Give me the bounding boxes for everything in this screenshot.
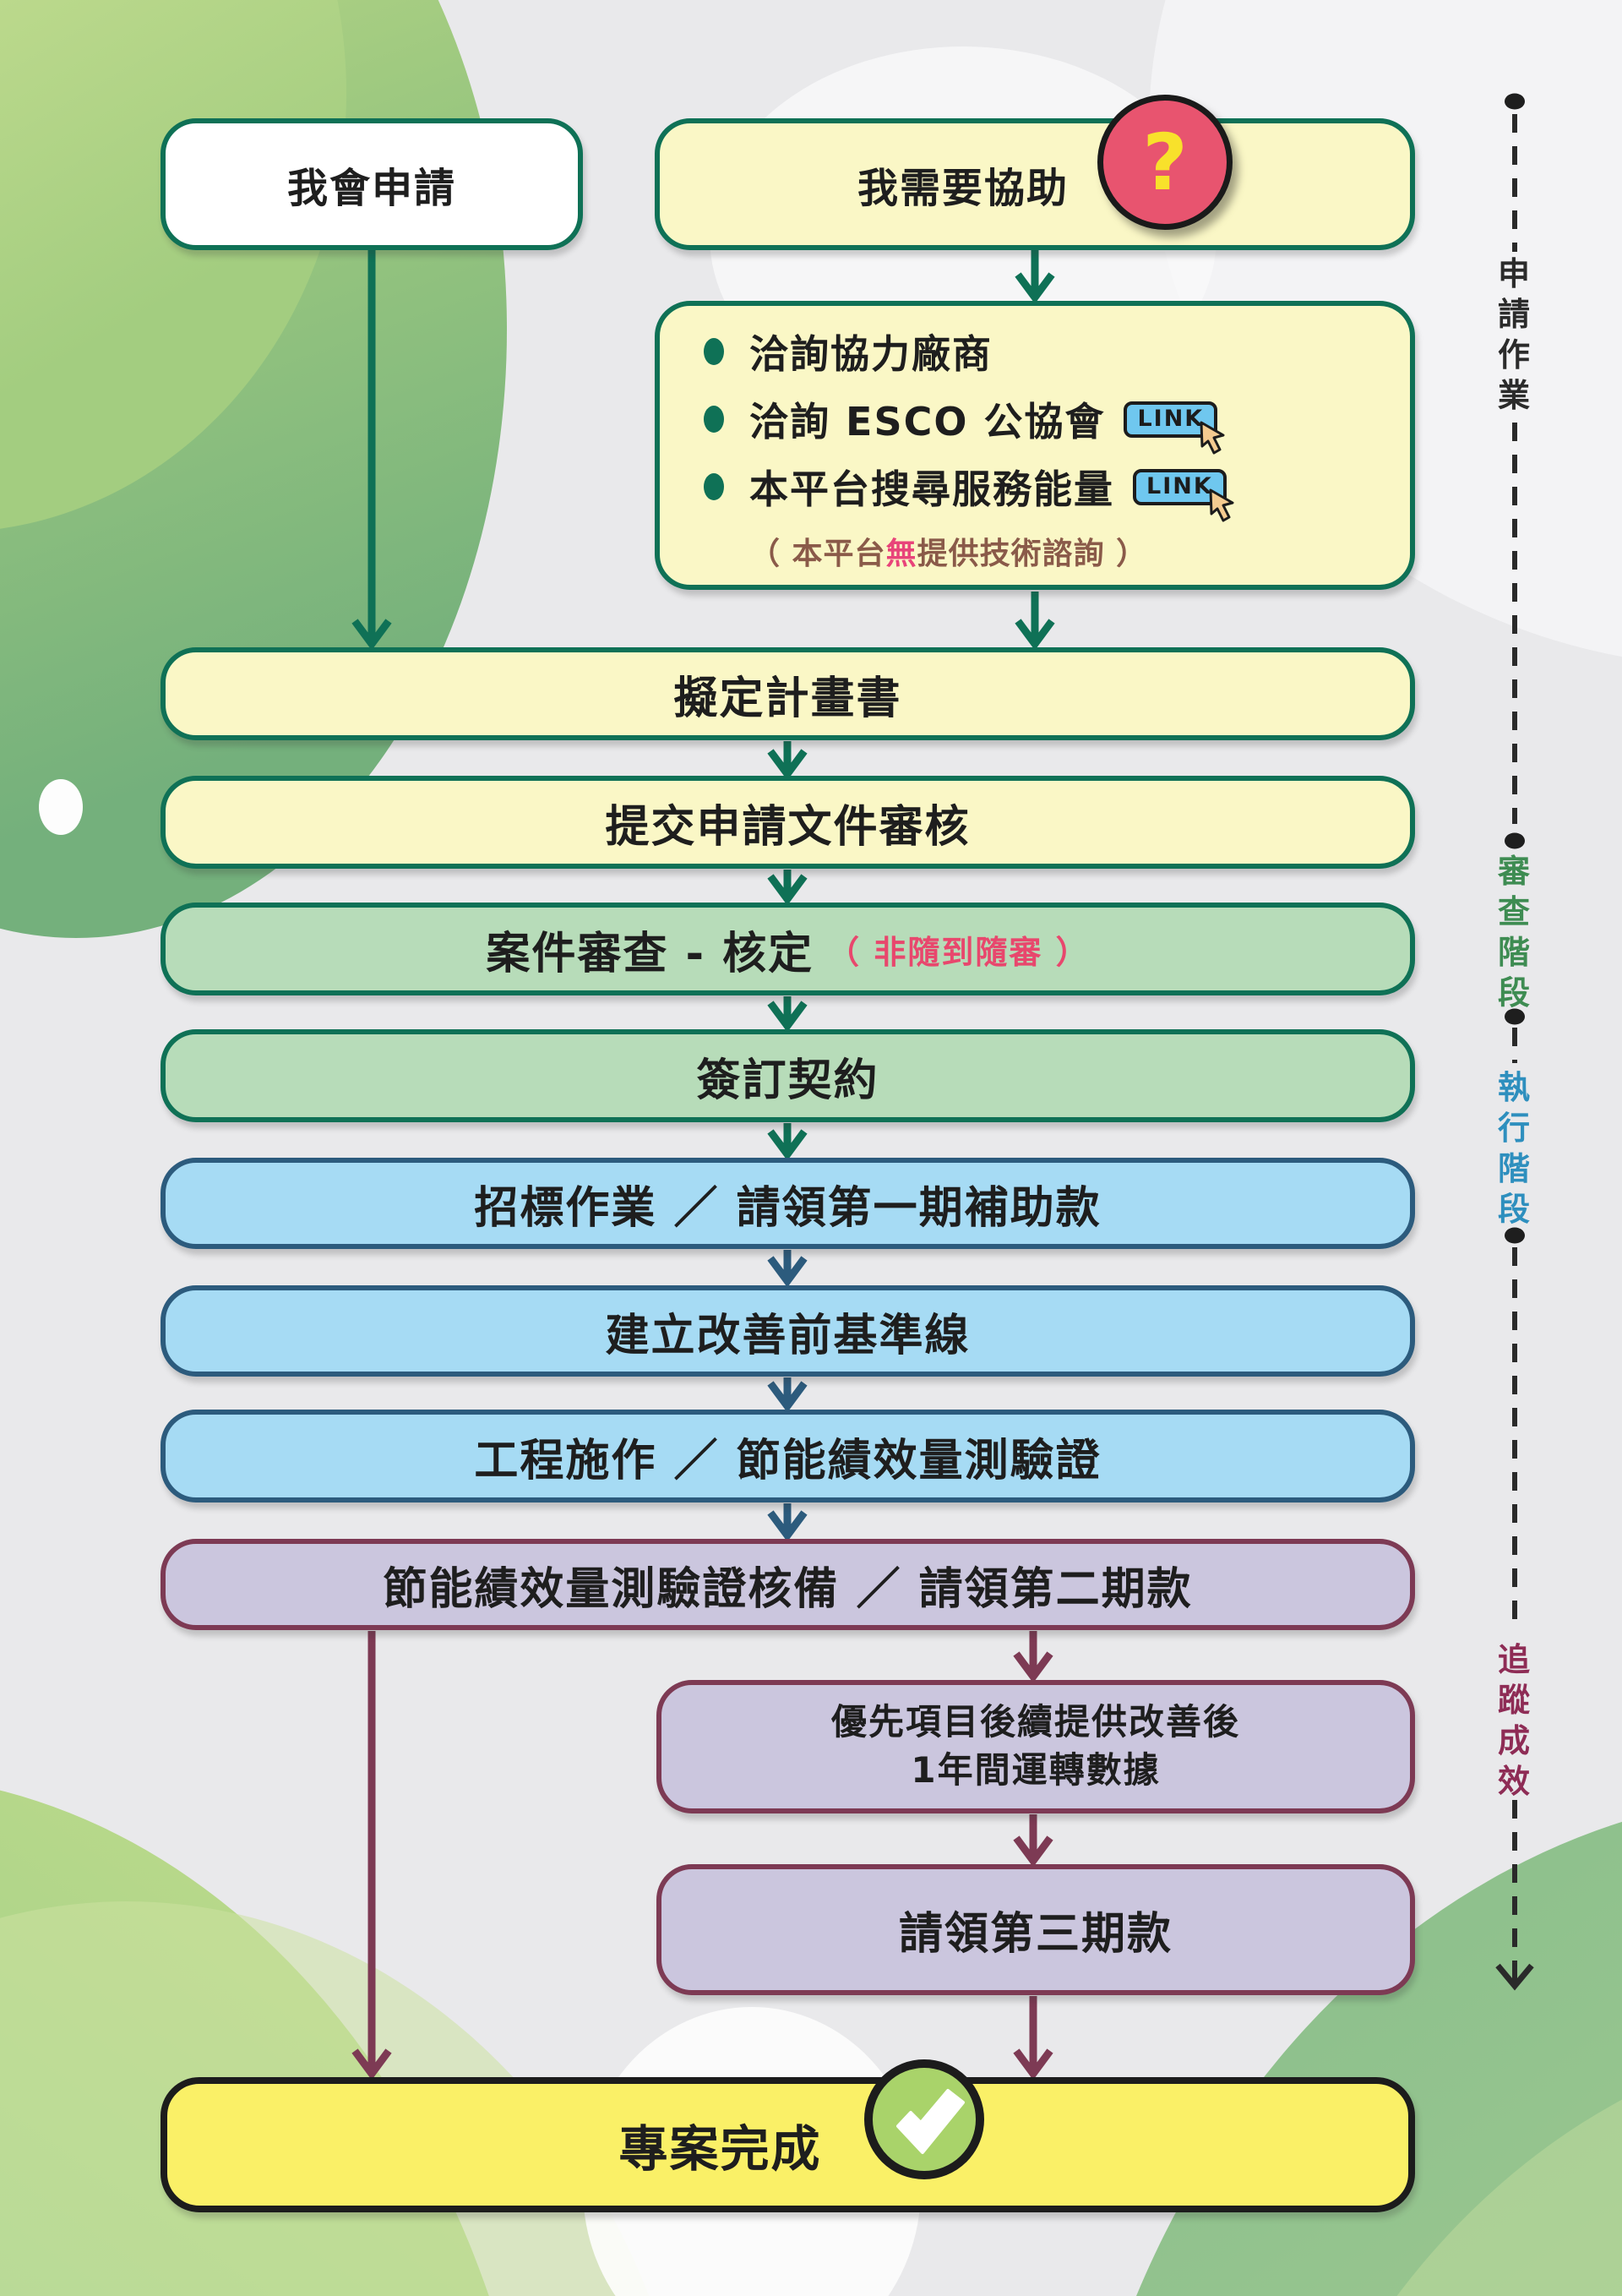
rail-dot	[1505, 93, 1525, 110]
phase-char: 效	[1497, 1763, 1530, 1800]
phase-char: 段	[1497, 1191, 1530, 1228]
flow-box-label: 提交申請文件審核	[605, 801, 971, 853]
flow-arrow-head	[767, 1510, 808, 1542]
flow-arrow-head	[1013, 1835, 1053, 1868]
platform-search-link-button[interactable]: LINK	[1133, 468, 1234, 521]
flow-box-verification-second-payment: 節能績效量測驗證核備 ／ 請領第二期款	[161, 1539, 1415, 1630]
phase-char: 階	[1497, 934, 1530, 971]
help-note: （ 本平台無提供技術諮詢 ）	[749, 529, 1147, 573]
third-payment-label: 請領第三期款	[898, 1909, 1173, 1960]
background-dot-left-white	[39, 779, 83, 835]
help-bullet-row: 本平台搜尋服務能量 LINK	[704, 453, 1234, 521]
box-help-label: 我需要協助	[857, 165, 1069, 212]
box-apply-label: 我會申請	[286, 165, 456, 212]
rail-arrow-head	[1495, 1963, 1534, 1991]
flow-box-baseline: 建立改善前基準線	[161, 1285, 1415, 1377]
phase-char: 查	[1497, 893, 1530, 930]
phase-char: 審	[1497, 853, 1530, 890]
flow-box-label: 節能績效量測驗證核備 ／ 請領第二期款	[383, 1563, 1193, 1615]
flow-arrow-head	[767, 874, 808, 906]
bullet-dot-icon	[704, 473, 724, 500]
help-bullet-2-label: 洽詢 ESCO 公協會	[749, 399, 1106, 444]
cursor-pointer-icon	[1200, 421, 1225, 454]
flow-arrow-head	[767, 1001, 808, 1033]
phase-char: 蹤	[1497, 1682, 1530, 1719]
link-button-label: LINK	[1146, 472, 1213, 499]
question-mark-badge: ?	[1097, 95, 1233, 230]
flow-arrow-head	[1015, 619, 1055, 651]
box-third-payment: 請領第三期款	[656, 1864, 1415, 1995]
link-button-label: LINK	[1137, 405, 1205, 432]
phase-label-review: 審查階段	[1490, 855, 1538, 1009]
box-project-complete: 專案完成	[161, 2077, 1415, 2212]
flow-arrow-head	[1013, 2048, 1053, 2081]
box-need-help: 我需要協助	[655, 118, 1415, 250]
phase-char: 作	[1497, 336, 1530, 374]
rail-dot	[1505, 1227, 1525, 1244]
flow-box-submit-documents: 提交申請文件審核	[161, 776, 1415, 869]
question-mark-icon: ?	[1142, 117, 1188, 208]
phase-char: 段	[1497, 974, 1530, 1012]
review-note: （ 非隨到隨審 ）	[827, 933, 1090, 971]
help-note-prefix: （ 本平台	[749, 537, 886, 571]
flow-arrow-head	[767, 1256, 808, 1288]
phase-label-application: 申請作業	[1490, 258, 1538, 412]
phase-char: 業	[1497, 377, 1530, 414]
priority-line-1: 優先項目後續提供改善後	[830, 1701, 1240, 1743]
flow-box-label: 建立改善前基準線	[605, 1310, 971, 1361]
flow-box-label: 擬定計畫書	[673, 673, 902, 724]
phase-label-tracking: 追蹤成效	[1490, 1644, 1538, 1797]
help-bullet-row: 洽詢 ESCO 公協會 LINK	[704, 385, 1225, 454]
bullet-dot-icon	[704, 406, 724, 433]
bullet-dot-icon	[704, 338, 724, 365]
flow-box-label: 案件審查 - 核定	[486, 928, 814, 979]
rail-dot	[1505, 1008, 1525, 1025]
flow-box-sign-contract: 簽訂契約	[161, 1029, 1415, 1122]
flow-box-construction-verification: 工程施作 ／ 節能績效量測驗證	[161, 1410, 1415, 1502]
flow-arrow-head	[1013, 1651, 1053, 1683]
phase-char: 執	[1497, 1069, 1530, 1106]
help-note-emphasis: 無	[885, 537, 917, 571]
esco-association-link-button[interactable]: LINK	[1124, 401, 1225, 454]
phase-char: 申	[1497, 255, 1530, 292]
cursor-pointer-icon	[1209, 488, 1234, 521]
help-note-suffix: 提供技術諮詢 ）	[917, 537, 1148, 571]
project-complete-label: 專案完成	[618, 2120, 822, 2178]
help-bullet-1-label: 洽詢協力廠商	[749, 331, 993, 377]
flow-arrow-head	[351, 2048, 392, 2081]
phase-char: 追	[1497, 1641, 1530, 1678]
phase-label-execution: 執行階段	[1490, 1072, 1538, 1225]
flow-box-label: 招標作業 ／ 請領第一期補助款	[474, 1182, 1102, 1234]
phase-char: 階	[1497, 1150, 1530, 1187]
phase-char: 行	[1497, 1110, 1530, 1147]
box-priority-follow-up: 優先項目後續提供改善後 1年間運轉數據	[656, 1680, 1415, 1813]
flow-arrow-head	[767, 1129, 808, 1161]
phase-char: 成	[1497, 1722, 1530, 1759]
flow-box-label: 工程施作 ／ 節能績效量測驗證	[474, 1435, 1102, 1486]
flow-arrow-head	[1015, 272, 1055, 304]
help-bullet-row: 洽詢協力廠商	[704, 318, 993, 385]
flow-box-label: 簽訂契約	[696, 1055, 879, 1106]
box-apply-myself: 我會申請	[161, 118, 583, 250]
help-bullet-3-label: 本平台搜尋服務能量	[749, 466, 1114, 512]
flow-arrow-head	[351, 619, 392, 651]
help-options-box: 洽詢協力廠商 洽詢 ESCO 公協會 LINK 本平台搜尋服務能量 LINK	[655, 301, 1415, 590]
checkmark-icon	[864, 2059, 984, 2179]
flow-box-case-review: 案件審查 - 核定 （ 非隨到隨審 ）	[161, 903, 1415, 995]
priority-line-2: 1年間運轉數據	[911, 1749, 1161, 1791]
flow-arrow-head	[767, 749, 808, 781]
flow-box-draft-plan: 擬定計畫書	[161, 647, 1415, 740]
flow-arrow-head	[767, 1381, 808, 1413]
rail-dot	[1505, 832, 1525, 849]
phase-char: 請	[1497, 296, 1530, 333]
flow-box-tender-first-payment: 招標作業 ／ 請領第一期補助款	[161, 1158, 1415, 1249]
